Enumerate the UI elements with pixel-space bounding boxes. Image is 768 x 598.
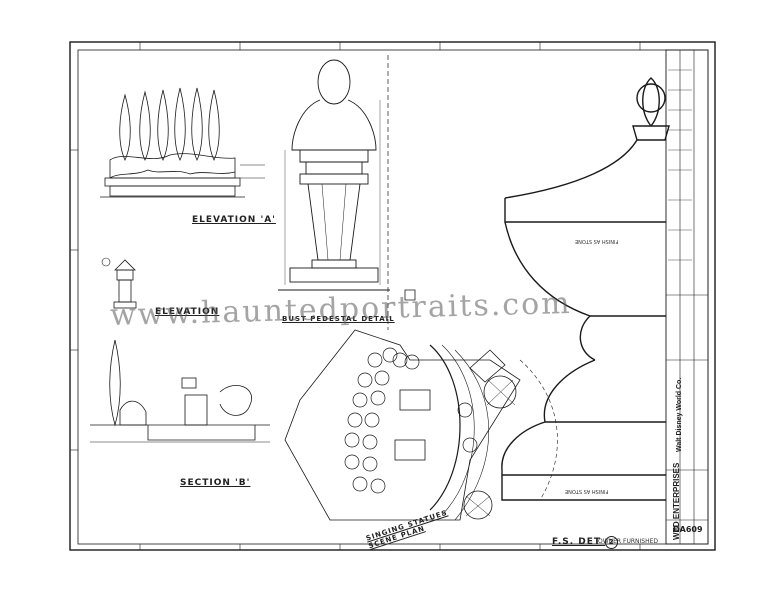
stone-note-lower: FINISH AS STONE [565,488,609,494]
elevation-b-label: ELEVATION [155,307,220,317]
drawing-number: DA609 [673,525,703,534]
sheet-border [69,41,716,551]
section-b-drawing [90,339,270,443]
owner-furnished-label: OWNER FURNISHED [598,538,659,545]
title-block-company: Walt Disney World Co. [676,377,683,452]
bust-pedestal-drawing [278,59,390,291]
plan-drawing [284,289,558,521]
elevation-a-drawing [100,87,265,198]
elevation-a-label: ELEVATION 'A' [192,215,276,225]
fs-det-text: F.S. DET [552,537,602,547]
section-b-label: SECTION 'B' [180,478,251,488]
bust-pedestal-label: BUST PEDESTAL DETAIL [282,315,395,323]
end-elevation-drawing [101,257,137,309]
fs-det-label: F.S. DET 2 [552,536,619,549]
stone-note-upper: FINISH AS STONE [575,238,619,244]
urn-drawing [501,77,670,501]
fs-det-number: 2 [605,536,619,549]
title-block [665,49,709,545]
